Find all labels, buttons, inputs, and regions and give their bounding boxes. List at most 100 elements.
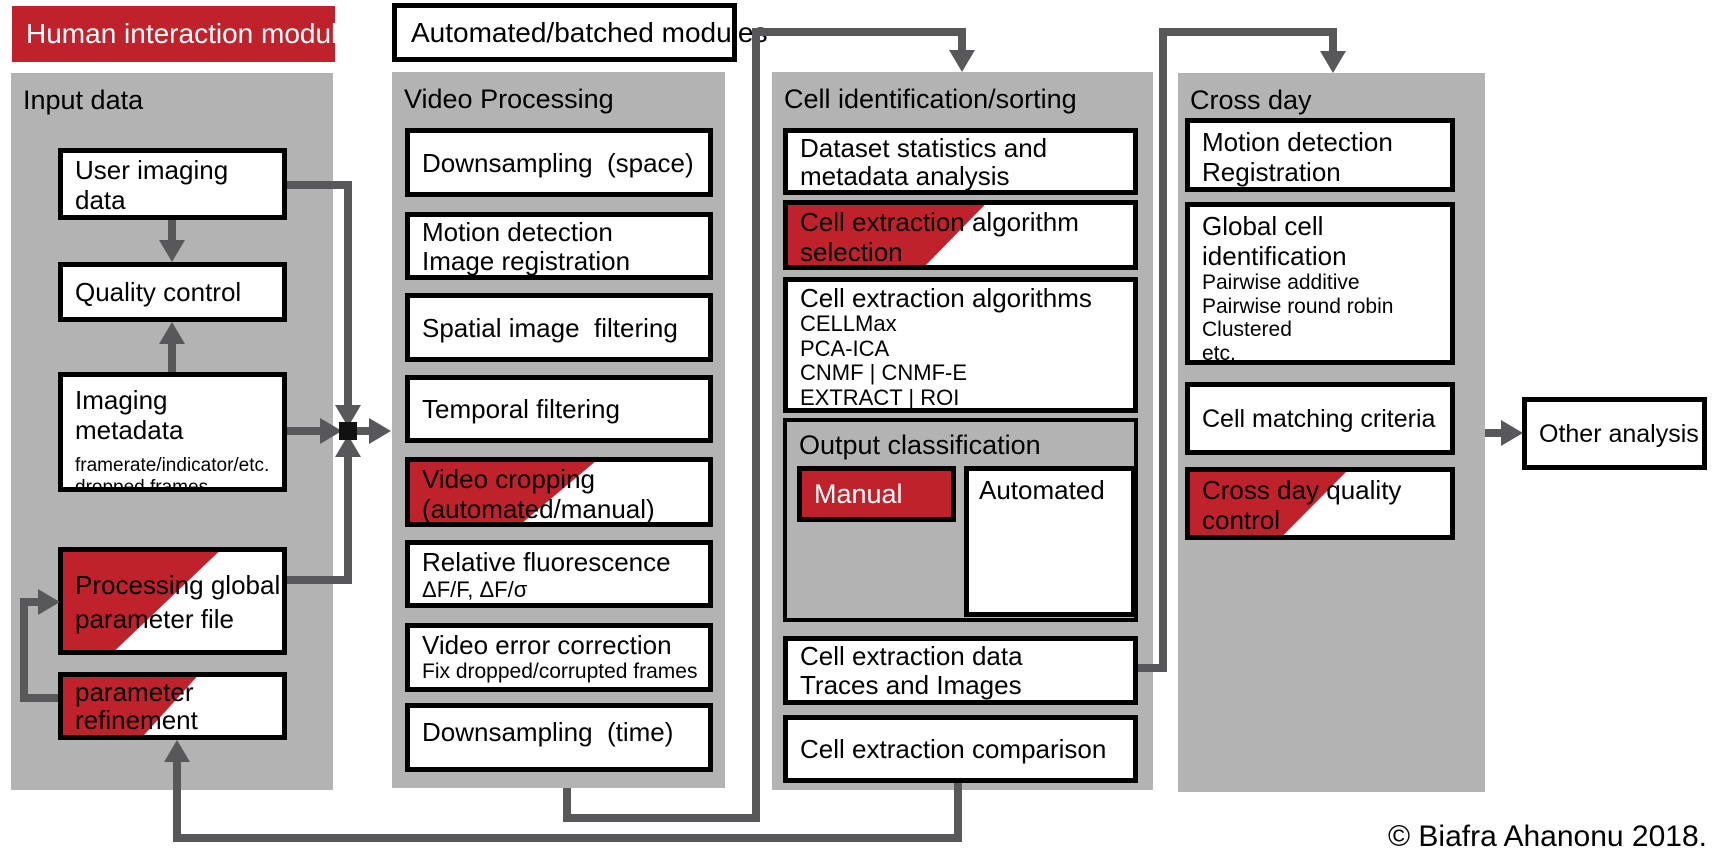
box-downsampling-space: Downsampling (space) <box>405 128 713 197</box>
box-imaging-metadata: Imaging metadata framerate/indicator/etc… <box>58 372 287 492</box>
arrow-global-to-junction-v <box>344 457 352 584</box>
arrow-celldata-to-crossday-h2 <box>1159 28 1337 36</box>
legend-automated-label: Automated/batched modules <box>411 16 768 48</box>
legend-automated: Automated/batched modules <box>392 3 767 62</box>
arrowhead-right-icon <box>369 418 391 444</box>
box-cell-extraction-algorithms: Cell extraction algorithms CELLMax PCA-I… <box>783 277 1138 413</box>
panel-cross-day-title: Cross day <box>1190 85 1312 115</box>
box-manual-classification: Manual <box>797 466 956 522</box>
box-text: Global cell <box>1202 211 1324 241</box>
box-text: control <box>1202 505 1281 535</box>
arrowhead-up-icon <box>164 740 190 762</box>
box-text: Relative fluorescence <box>422 547 671 577</box>
arrow-video-to-cellid-h2 <box>752 28 966 36</box>
legend-human-interaction: Human interaction modules <box>12 6 367 62</box>
arrowhead-up-icon <box>159 322 185 344</box>
box-subtext: Clustered <box>1202 318 1292 341</box>
box-text: Imaging metadata <box>75 385 184 445</box>
arrowhead-down-icon <box>159 240 185 262</box>
box-text: Automated <box>979 475 1105 505</box>
algorithm-item: PCA-ICA <box>800 335 890 361</box>
box-temporal-filtering: Temporal filtering <box>405 375 713 443</box>
box-text: parameter <box>75 677 194 707</box>
panel-cell-identification-title: Cell identification/sorting <box>784 84 1077 114</box>
box-cell-extraction-data: Cell extraction data Traces and Images <box>783 636 1138 705</box>
box-text: Downsampling (time) <box>422 717 674 747</box>
arrow-comparison-to-refinement-h <box>173 834 962 842</box>
box-subtext: ΔF/F, ΔF/σ <box>422 577 528 602</box>
box-spatial-image-filtering: Spatial image filtering <box>405 293 713 362</box>
box-global-cell-identification: Global cell identification Pairwise addi… <box>1185 202 1455 365</box>
box-text: Spatial image filtering <box>422 312 678 343</box>
arrowhead-down-icon <box>949 50 975 72</box>
box-other-analysis: Other analysis <box>1522 397 1707 470</box>
arrow-celldata-to-crossday-stem <box>1329 36 1337 53</box>
box-subtext: framerate/indicator/etc. <box>75 455 270 476</box>
arrow-refinement-loop-bottom <box>20 694 58 702</box>
box-text: Cell matching criteria <box>1202 404 1436 433</box>
arrow-crossday-to-other <box>1485 429 1501 437</box>
box-relative-fluorescence: Relative fluorescence ΔF/F, ΔF/σ <box>405 540 713 608</box>
arrow-comparison-to-refinement-v2 <box>173 762 181 842</box>
box-subtext: Pairwise additive <box>1202 271 1360 294</box>
box-video-cropping: Video cropping (automated/manual) <box>405 457 713 527</box>
box-text: refinement <box>75 705 198 735</box>
junction-node <box>339 422 357 440</box>
algorithm-item: EXTRACT | ROI <box>800 384 960 410</box>
box-text: Cell extraction algorithms <box>800 283 1092 313</box>
box-subtext: dropped frames <box>75 477 209 492</box>
box-parameter-refinement: parameter refinement <box>58 672 287 740</box>
box-text: Motion detection <box>1202 127 1393 157</box>
legend-human-label: Human interaction modules <box>26 18 367 49</box>
box-processing-global-parameter-file: Processing global parameter file <box>58 547 287 655</box>
arrowhead-right-icon <box>1501 420 1523 446</box>
box-cell-matching-criteria: Cell matching criteria <box>1185 382 1455 455</box>
box-text: Cross day quality <box>1202 475 1402 505</box>
arrow-metadata-to-quality <box>168 344 176 372</box>
arrow-video-to-cellid-h1 <box>563 814 760 822</box>
arrow-celldata-to-crossday-v <box>1159 28 1167 672</box>
arrow-user-to-junction-v <box>344 181 352 407</box>
box-automated-classification: Automated <box>964 466 1136 617</box>
panel-input-data-title: Input data <box>23 85 144 115</box>
box-text: selection <box>800 237 903 267</box>
arrow-celldata-to-crossday-h1 <box>1138 664 1167 672</box>
arrow-user-to-junction-h <box>287 181 352 189</box>
box-text: Cell extraction data <box>800 641 1023 671</box>
arrow-video-to-cellid-v1 <box>563 788 571 822</box>
arrow-video-to-cellid-v2 <box>752 28 760 822</box>
box-text: Other analysis <box>1539 419 1699 448</box>
box-subtext: Pairwise round robin <box>1202 294 1394 318</box>
box-text: Cell extraction algorithm <box>800 207 1079 237</box>
box-text: Temporal filtering <box>422 394 620 424</box>
box-cross-day-quality-control: Cross day quality control <box>1185 467 1455 540</box>
box-subtext: Fix dropped/corrupted frames <box>422 660 698 683</box>
arrow-global-to-junction-h <box>287 576 352 584</box>
box-text: identification <box>1202 241 1347 271</box>
box-text: Motion detection <box>422 217 613 247</box>
box-text: Registration <box>1202 157 1341 187</box>
box-text: Cell extraction comparison <box>800 734 1107 764</box>
box-text: Quality control <box>75 277 242 307</box>
subpanel-output-classification-title: Output classification <box>799 430 1041 460</box>
box-cell-extraction-algorithm-selection: Cell extraction algorithm selection <box>783 200 1138 270</box>
arrowhead-up-icon <box>335 435 361 457</box>
algorithm-item: CELLMax <box>800 311 897 336</box>
box-cell-extraction-comparison: Cell extraction comparison <box>783 715 1138 783</box>
box-quality-control: Quality control <box>58 262 287 322</box>
box-text: Downsampling (space) <box>422 147 694 178</box>
arrowhead-right-icon <box>38 589 60 615</box>
box-crossday-motion-detection: Motion detection Registration <box>1185 118 1455 192</box>
box-text: Manual <box>814 478 903 509</box>
box-subtext: etc. <box>1202 341 1236 365</box>
arrow-junction-to-video <box>357 427 369 435</box>
panel-video-processing-title: Video Processing <box>404 84 614 114</box>
arrow-refinement-loop-top <box>28 598 38 606</box>
box-text: Video error correction <box>422 630 672 660</box>
box-text: Traces and Images <box>800 670 1022 700</box>
arrow-metadata-to-junction <box>287 427 320 435</box>
arrow-refinement-loop-vertical <box>20 598 28 702</box>
box-dataset-statistics: Dataset statistics and metadata analysis <box>783 128 1138 195</box>
box-text: Dataset statistics and <box>800 133 1048 163</box>
